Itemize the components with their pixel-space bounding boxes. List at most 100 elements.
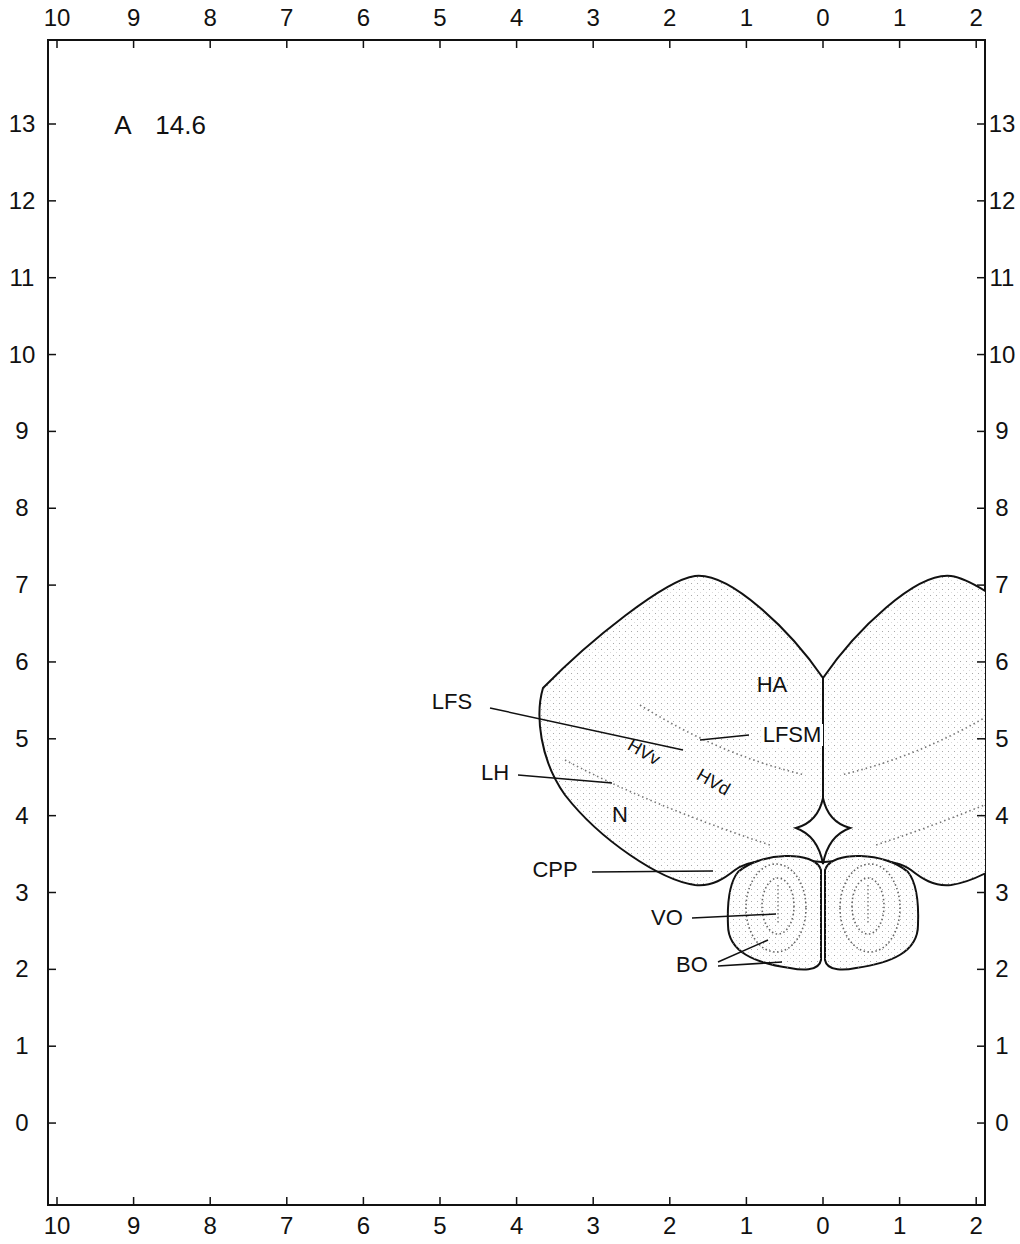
axis-number: 3 [15,881,28,905]
axis-number: 8 [204,6,217,30]
scale-tick [746,1197,748,1205]
scale-tick [48,508,56,510]
axis-number: 2 [970,6,983,30]
scale-tick [977,431,985,433]
axis-number: 10 [989,343,1016,367]
scale-tick [363,1197,365,1205]
axis-number: 5 [433,6,446,30]
axis-number: 4 [995,804,1008,828]
scale-tick [48,661,56,663]
scale-tick [48,969,56,971]
axis-number: 10 [9,343,36,367]
scale-tick [977,969,985,971]
axis-number: 3 [995,881,1008,905]
scale-tick [48,1122,56,1124]
axis-number: 1 [893,6,906,30]
axis-number: 1 [893,1214,906,1238]
axis-number: 3 [587,1214,600,1238]
axis-number: 10 [44,6,71,30]
scale-tick [746,40,748,48]
scale-tick [977,738,985,740]
axis-number: 1 [740,6,753,30]
plate-label: A 14.6 [114,112,206,138]
axis-number: 12 [989,189,1016,213]
axis-number: 7 [280,1214,293,1238]
scale-tick [439,40,441,48]
axis-number: 0 [995,1111,1008,1135]
axis-number: 6 [357,6,370,30]
scale-tick [48,1045,56,1047]
axis-number: 2 [995,957,1008,981]
scale-tick [48,815,56,817]
axis-number: 4 [15,804,28,828]
scale-tick [977,661,985,663]
ventricle [796,798,850,864]
structure-label: VO [651,907,683,929]
axis-number: 6 [357,1214,370,1238]
axis-number: 5 [15,727,28,751]
axis-number: 13 [989,112,1016,136]
scale-tick [592,40,594,48]
scale-tick [977,584,985,586]
axis-number: 1 [995,1034,1008,1058]
scale-tick [669,40,671,48]
scale-tick [592,1197,594,1205]
scale-tick [48,277,56,279]
structure-label: HA [757,674,788,696]
brain-outline [539,576,985,970]
scale-tick [822,1197,824,1205]
axis-number: 8 [204,1214,217,1238]
axis-number: 11 [10,266,35,290]
scale-tick [977,1045,985,1047]
scale-tick [286,1197,288,1205]
scale-tick [977,200,985,202]
axis-number: 0 [816,1214,829,1238]
scale-tick [899,1197,901,1205]
axis-number: 9 [127,6,140,30]
axis-number: 2 [663,1214,676,1238]
plate-frame [48,40,985,1205]
axis-number: 2 [663,6,676,30]
axis-number: 9 [15,419,28,443]
scale-tick [977,1122,985,1124]
axis-number: 3 [587,6,600,30]
scale-tick [822,40,824,48]
scale-tick [977,892,985,894]
structure-label: LFSM [761,724,824,746]
scale-tick [286,40,288,48]
axis-number: 0 [816,6,829,30]
scale-tick [133,1197,135,1205]
scale-tick [669,1197,671,1205]
axis-number: 2 [15,957,28,981]
scale-tick [516,40,518,48]
axis-number: 5 [995,727,1008,751]
scale-tick [977,354,985,356]
scale-tick [977,123,985,125]
axis-number: 8 [15,496,28,520]
axis-number: 4 [510,6,523,30]
scale-tick [516,1197,518,1205]
structure-label: BO [676,954,708,976]
axis-number: 6 [15,650,28,674]
axis-number: 10 [44,1214,71,1238]
scale-tick [363,40,365,48]
axis-number: 2 [970,1214,983,1238]
structure-label: LFS [432,691,472,713]
scale-tick [977,815,985,817]
axis-number: 7 [280,6,293,30]
scale-tick [48,200,56,202]
structure-label: CPP [532,859,577,881]
scale-tick [975,40,977,48]
axis-number: 9 [995,419,1008,443]
axis-number: 9 [127,1214,140,1238]
scale-tick [899,40,901,48]
axis-number: 7 [995,573,1008,597]
axis-number: 12 [9,189,36,213]
scale-tick [48,738,56,740]
scale-tick [48,431,56,433]
scale-tick [977,277,985,279]
scale-tick [56,40,58,48]
scale-tick [48,123,56,125]
